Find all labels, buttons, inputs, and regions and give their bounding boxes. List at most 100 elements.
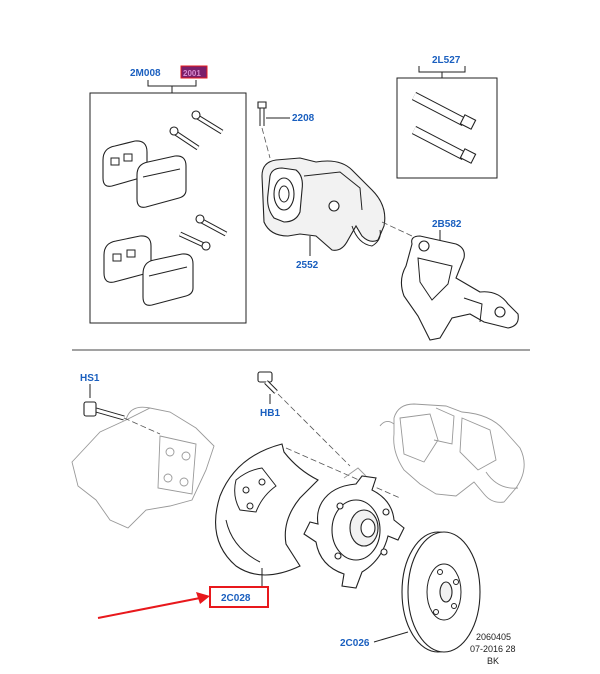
caliper-group <box>261 157 386 256</box>
piston-bore <box>278 185 290 203</box>
callout-guide-pin-kit: 2L527 <box>432 55 461 66</box>
leader-brake-disc <box>373 631 409 643</box>
pad-kit-frame <box>89 92 247 324</box>
brake-pad-lower-right <box>142 253 194 306</box>
bleed-screw-cap <box>257 101 267 109</box>
caliper-edge <box>303 171 363 211</box>
bolt-head <box>169 126 179 136</box>
hub-group <box>303 467 405 589</box>
shield-rib <box>225 519 261 563</box>
caliper-port <box>328 200 340 212</box>
ghost-caliper-face <box>399 413 439 463</box>
dashed-leader <box>261 127 271 159</box>
callout-anchor-bracket: 2B582 <box>432 219 462 230</box>
pad-kit-leader <box>147 80 197 93</box>
pointer-arrow-line <box>97 597 201 619</box>
bolt-head <box>195 214 205 224</box>
dashed-leader <box>285 447 401 499</box>
hub-bolt-group <box>257 371 351 467</box>
callout-hub-stud: HS1 <box>80 373 100 384</box>
knuckle-arm <box>125 406 151 421</box>
guide-bolt-upper-b-inner <box>173 130 199 150</box>
hub-mount-ghost <box>343 467 367 479</box>
bracket-cutout <box>417 257 453 301</box>
knuckle-hole <box>179 477 189 487</box>
footer-ref-number: 2060405 <box>476 632 511 642</box>
callout-splash-shield: 2C028 <box>221 593 251 604</box>
disc-center-bore <box>439 581 453 603</box>
bolt-head <box>201 241 211 251</box>
callout-pad-kit-alt: 2001 <box>183 69 201 78</box>
guide-pin-lower-inner <box>412 126 466 160</box>
guide-bolt-lower-b-inner <box>179 232 207 248</box>
bracket-edge <box>463 297 483 323</box>
ghost-caliper-rib <box>459 417 497 471</box>
brake-pad-upper-right <box>136 155 187 208</box>
highlight-pad-kit-alt <box>180 65 208 79</box>
dashed-leader <box>277 393 351 467</box>
footer-region-code: BK <box>487 656 499 666</box>
caliper-piston <box>273 177 295 211</box>
hub-bolt-shaft-inner <box>264 380 278 394</box>
pad-detail-line <box>148 266 188 277</box>
bleed-screw-group <box>257 101 290 159</box>
ghost-caliper-finger <box>485 471 519 489</box>
shield-hole <box>246 502 254 510</box>
splash-shield <box>215 443 319 576</box>
pad-detail-line <box>142 168 181 178</box>
guide-pin-leader <box>418 66 466 78</box>
knuckle-outline <box>71 407 215 529</box>
pad-clip <box>126 249 136 258</box>
callout-caliper: 2552 <box>296 260 319 271</box>
guide-pin-boot <box>459 114 477 130</box>
pad-kit-group <box>89 80 247 324</box>
knuckle-hole <box>163 473 173 483</box>
footer-date-code: 07-2016 28 <box>470 644 516 654</box>
knuckle-plate <box>157 435 197 495</box>
hub-stud-shaft-inner <box>95 408 125 420</box>
ghost-caliper-body <box>393 403 525 503</box>
caliper-finger <box>351 225 381 247</box>
hub-stud-group <box>83 384 161 435</box>
shield-hole <box>258 478 266 486</box>
knuckle-hole <box>165 447 175 457</box>
dashed-leader <box>381 221 413 237</box>
disc-stud-hole <box>437 569 443 575</box>
callout-pad-kit: 2M008 <box>130 68 161 79</box>
guide-pin-boot <box>459 148 477 164</box>
caliper-ghost <box>379 403 525 503</box>
pad-clip <box>110 157 120 166</box>
guide-bolt-upper-inner <box>195 114 223 134</box>
bolt-head <box>191 110 201 120</box>
wheel-stud <box>382 508 390 516</box>
pointer-arrow-head <box>196 592 210 604</box>
disc-hat <box>426 563 462 621</box>
guide-pin-frame <box>396 77 498 179</box>
wheel-stud <box>336 502 344 510</box>
disc-stud-hole <box>453 579 459 585</box>
splash-shield-group <box>215 443 319 588</box>
anchor-bracket-body <box>400 235 519 341</box>
ghost-caliper-tab <box>379 421 395 427</box>
callout-hub-bolt: HB1 <box>260 408 280 419</box>
hub-stud-head <box>83 401 97 417</box>
highlight-splash-shield <box>209 586 269 608</box>
callout-bleed-screw: 2208 <box>292 113 315 124</box>
shield-inner-plate <box>234 467 277 513</box>
ghost-caliper-slot <box>433 407 455 445</box>
wheel-stud <box>380 548 388 556</box>
bracket-bolt-hole <box>494 306 506 318</box>
shield-hole <box>242 486 250 494</box>
pad-clip <box>123 153 133 162</box>
disc-stud-hole <box>433 609 439 615</box>
dashed-leader <box>123 417 161 435</box>
guide-bolt-lower-inner <box>199 218 227 236</box>
knuckle-hole <box>181 451 191 461</box>
pad-clip <box>112 253 122 262</box>
wheel-stud <box>334 552 342 560</box>
disc-stud-hole <box>451 603 457 609</box>
guide-pin-kit-group <box>396 66 498 179</box>
callout-brake-disc: 2C026 <box>340 638 370 649</box>
